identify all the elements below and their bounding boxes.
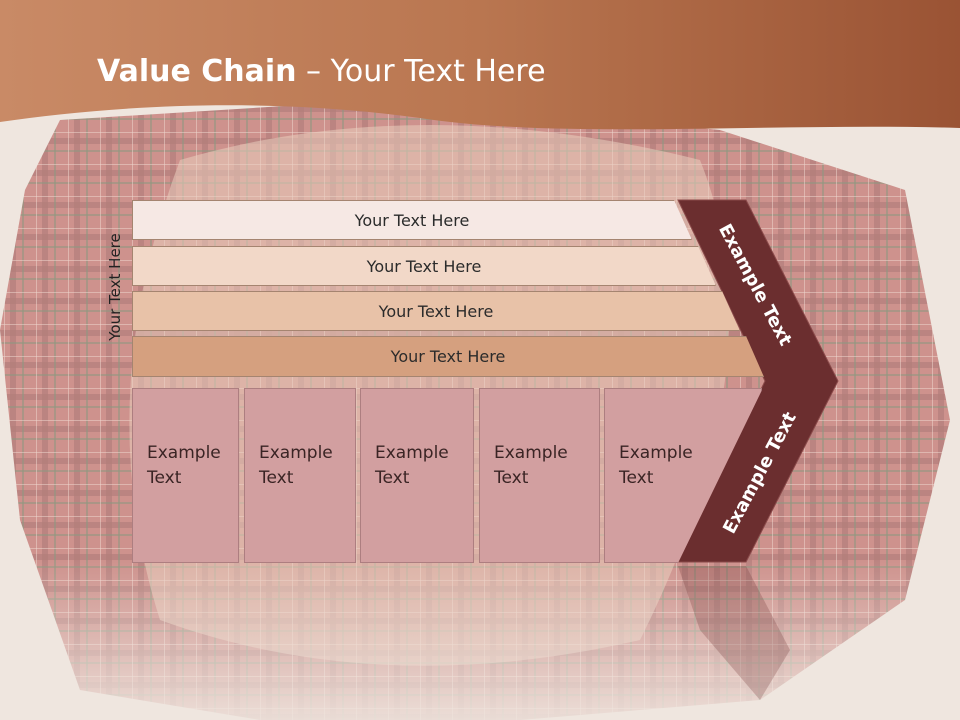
- page-title: Value Chain – Your Text Here: [97, 54, 546, 89]
- activity-box-2: Example Text: [244, 388, 356, 563]
- box-5-text: Example Text: [619, 443, 693, 488]
- activity-box-3: Example Text: [360, 388, 474, 563]
- box-2-text: Example Text: [259, 443, 333, 488]
- reflection: Example Text Example Text Example Text E…: [0, 563, 960, 720]
- side-label: Your Text Here: [106, 233, 124, 341]
- header-band: [0, 0, 960, 130]
- bar-2: Your Text Here: [132, 246, 716, 286]
- activity-box-4: Example Text: [479, 388, 600, 563]
- activity-box-1: Example Text: [132, 388, 239, 563]
- title-bold: Value Chain: [97, 54, 297, 89]
- bar-3: Your Text Here: [132, 291, 740, 331]
- box-1-text: Example Text: [147, 443, 221, 488]
- bar-1: Your Text Here: [132, 200, 692, 240]
- box-4-text: Example Text: [494, 443, 568, 488]
- chevron-shape: [677, 199, 839, 563]
- title-rest: – Your Text Here: [296, 54, 546, 89]
- box-3-text: Example Text: [375, 443, 449, 488]
- bar-4: Your Text Here: [132, 336, 764, 377]
